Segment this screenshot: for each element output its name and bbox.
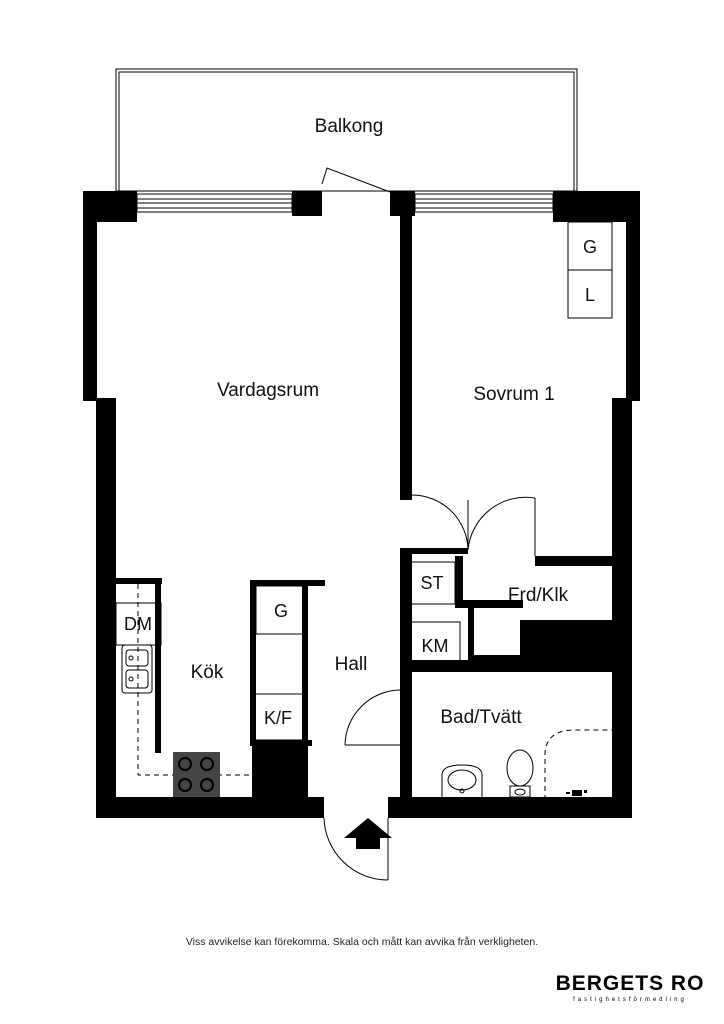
living-room-label: Vardagsrum xyxy=(217,380,319,401)
brand-tagline: fastighetsförmedling xyxy=(573,997,687,1003)
interior-walls xyxy=(115,215,617,800)
bathroom-label: Bad/Tvätt xyxy=(440,707,522,728)
washing-machine-label: KM xyxy=(422,636,449,656)
entrance-arrow-icon xyxy=(344,818,392,849)
stove-icon xyxy=(173,752,220,797)
dishwasher-label: DM xyxy=(124,614,152,634)
outer-walls xyxy=(83,191,640,818)
bedroom-door xyxy=(411,494,536,556)
fridge-freezer-label: K/F xyxy=(264,708,292,728)
brand-name: BERGETS RO xyxy=(555,972,705,995)
bedroom-label: Sovrum 1 xyxy=(473,384,554,405)
faucet-icon xyxy=(566,790,587,796)
wardrobe-g-hall-label: G xyxy=(274,601,288,621)
washbasin-icon xyxy=(441,764,483,797)
wardrobe-l-bedroom-label: L xyxy=(585,285,595,305)
disclaimer-text: Viss avvikelse kan förekomma. Skala och … xyxy=(185,936,539,948)
balcony-door xyxy=(321,167,391,193)
closet-st-label: ST xyxy=(420,573,443,593)
kitchen-counter xyxy=(137,584,252,776)
toilet-icon xyxy=(506,749,534,798)
windows xyxy=(136,193,554,213)
balcony-label: Balkong xyxy=(315,116,384,137)
fixture-boxes xyxy=(115,221,613,741)
balcony xyxy=(115,68,578,192)
storage-label: Frd/Klk xyxy=(508,585,569,606)
wardrobe-g-bedroom-label: G xyxy=(583,237,597,257)
hall-label: Hall xyxy=(335,654,368,675)
entrance-door xyxy=(323,817,389,881)
brand-logo: BERGETS RO fastighetsförmedling xyxy=(550,972,710,1003)
sink-icon xyxy=(121,644,153,694)
kitchen-label: Kök xyxy=(191,662,224,683)
shower-area xyxy=(544,729,612,800)
bathroom-door xyxy=(344,689,401,746)
